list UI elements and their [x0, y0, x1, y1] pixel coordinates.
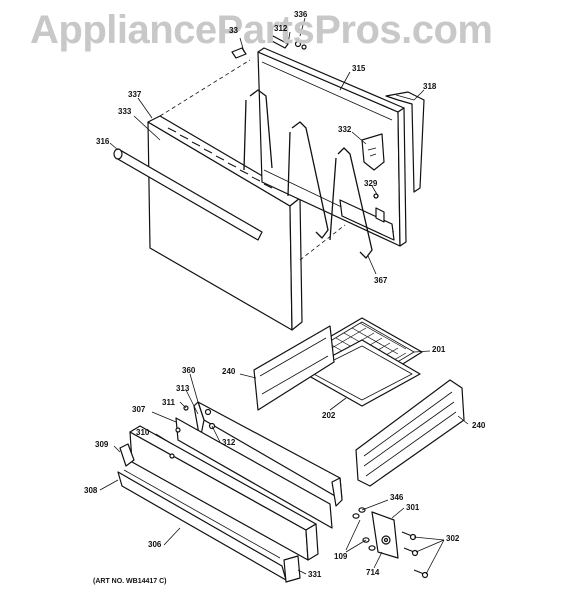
drawer-frame: [193, 401, 343, 507]
callout-312-drawer: 312: [222, 438, 236, 447]
drawer-slide-right: [355, 379, 465, 487]
callout-240-left: 240: [222, 367, 236, 376]
callout-311: 311: [162, 398, 175, 407]
leader-lines: [99, 17, 469, 575]
callout-309: 309: [95, 440, 109, 449]
callout-202: 202: [322, 411, 336, 420]
door-hinge-rods: [243, 89, 379, 259]
callout-329: 329: [364, 179, 378, 188]
callout-714: 714: [366, 568, 380, 577]
art-number: (ART NO. WB14417 C): [93, 578, 167, 585]
callout-360: 360: [182, 366, 196, 375]
drawer-bracket: [283, 555, 301, 583]
drawer-front-panel: [129, 417, 333, 561]
callout-306: 306: [148, 540, 162, 549]
callout-33: 33: [229, 26, 238, 35]
callout-302: 302: [446, 534, 460, 543]
callout-312-top: 312: [274, 24, 288, 33]
callout-313: 313: [176, 384, 190, 393]
callout-240-right: 240: [472, 421, 486, 430]
door-gasket: [385, 91, 425, 193]
callout-310: 310: [136, 428, 150, 437]
callout-301: 301: [406, 503, 420, 512]
door-handle: [113, 148, 263, 241]
callout-201: 201: [432, 345, 446, 354]
washers-and-nuts: [352, 507, 376, 551]
callout-307: 307: [132, 405, 146, 414]
hinge-bracket: [361, 133, 385, 171]
door-vent-slots: [167, 127, 273, 189]
callout-337: 337: [128, 90, 142, 99]
drawer-roller-bracket: [371, 511, 399, 559]
drawer-slide-left: [253, 325, 335, 411]
oven-door-panel: [147, 115, 303, 331]
callout-316: 316: [96, 137, 110, 146]
screws: [401, 531, 429, 579]
callout-333: 333: [118, 107, 132, 116]
callout-331: 331: [308, 570, 322, 579]
callout-308: 308: [84, 486, 98, 495]
callout-109: 109: [334, 552, 348, 561]
callout-346: 346: [390, 493, 404, 502]
door-inner-frame: [231, 35, 407, 247]
callout-332: 332: [338, 125, 352, 134]
callout-318: 318: [423, 82, 437, 91]
callout-367: 367: [374, 276, 388, 285]
callout-336: 336: [294, 10, 308, 19]
callout-315: 315: [352, 64, 366, 73]
